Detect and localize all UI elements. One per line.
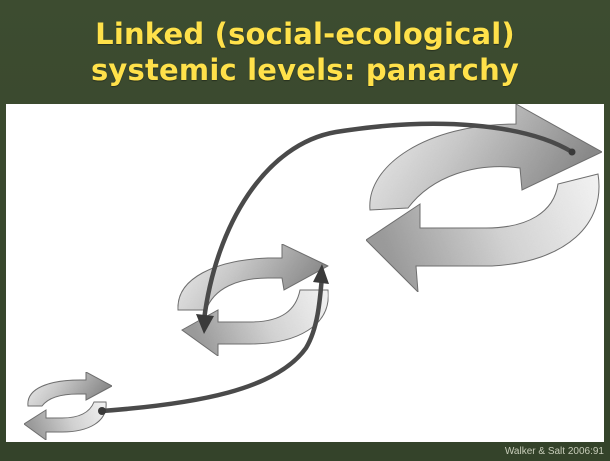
slide-title: Linked (social-ecological) systemic leve…	[0, 0, 610, 104]
small-cycle-top-arrow	[27, 371, 114, 407]
revolt-link-arrow	[99, 273, 325, 414]
large-cycle-bottom-arrow	[365, 173, 600, 294]
panarchy-figure	[6, 104, 604, 442]
intermediate-cycle-top-arrow	[177, 243, 330, 311]
title-line-1: Linked (social-ecological)	[95, 17, 515, 51]
remember-link-origin	[568, 148, 576, 156]
panarchy-diagram	[23, 104, 604, 441]
remember-link-arrowhead-icon	[196, 314, 214, 334]
revolt-link-origin	[98, 407, 106, 415]
revolt-link-arrowhead-icon	[313, 264, 329, 284]
footer-bar	[0, 442, 610, 461]
title-line-2: systemic levels: panarchy	[90, 53, 520, 87]
large-cycle	[365, 104, 604, 294]
citation: Walker & Salt 2006:91	[504, 446, 604, 457]
remember-link-arrow	[201, 121, 575, 323]
large-cycle-top-arrow	[369, 104, 604, 211]
intermediate-cycle	[177, 243, 330, 357]
link-arrows	[98, 121, 576, 415]
small-cycle	[23, 371, 114, 441]
small-cycle-bottom-arrow	[23, 401, 107, 441]
